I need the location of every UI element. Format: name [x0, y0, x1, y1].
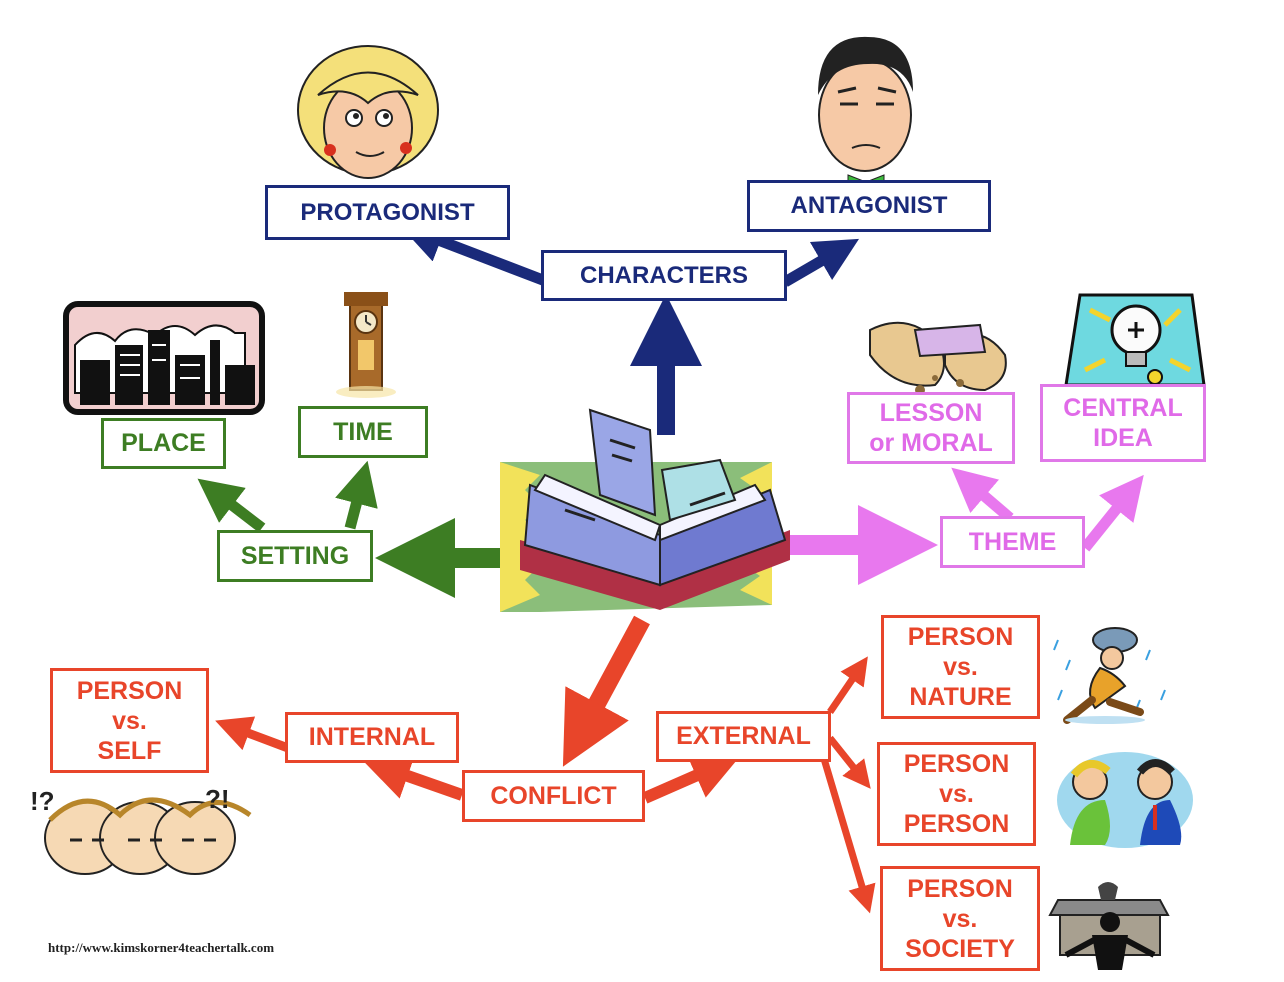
arrow-external-to-person [827, 735, 871, 789]
lightbulb-clipart [1064, 293, 1206, 387]
lesson-box: LESSON or MORAL [847, 392, 1015, 464]
fortune-cookie-clipart [869, 321, 1007, 395]
characters-label: CHARACTERS [580, 261, 748, 289]
two-men-arguing-clipart [1057, 752, 1193, 848]
arrow-book-to-conflict [562, 615, 650, 767]
person-vs-person-line-2: vs. [939, 780, 974, 808]
protagonist-box: PROTAGONIST [265, 185, 510, 240]
person-vs-nature-line-2: vs. [943, 653, 978, 681]
person-vs-society-box: PERSON vs. SOCIETY [880, 866, 1040, 971]
central-idea-box: CENTRAL IDEA [1040, 384, 1206, 462]
person-vs-nature-box: PERSON vs. NATURE [881, 615, 1040, 719]
person-vs-self-line-2: vs. [112, 706, 147, 735]
svg-text:!?: !? [30, 786, 55, 816]
internal-label: INTERNAL [308, 723, 436, 751]
setting-label: SETTING [240, 541, 350, 570]
book-clipart [500, 408, 790, 612]
arrow-conflict-to-external [642, 753, 740, 804]
person-vs-self-line-1: PERSON [76, 676, 183, 705]
man-at-podium-clipart [1048, 882, 1170, 970]
arrow-theme-to-central-idea [1080, 474, 1144, 552]
place-label: PLACE [121, 429, 206, 457]
characters-box: CHARACTERS [541, 250, 787, 301]
external-box: EXTERNAL [656, 711, 831, 762]
person-vs-self-box: PERSON vs. SELF [50, 668, 209, 773]
conflict-box: CONFLICT [462, 770, 645, 822]
person-vs-person-line-1: PERSON [903, 750, 1010, 778]
place-box: PLACE [101, 418, 226, 469]
person-vs-nature-line-1: PERSON [907, 623, 1014, 651]
person-vs-self-line-3: SELF [97, 736, 162, 765]
internal-box: INTERNAL [285, 712, 459, 763]
arrow-conflict-to-internal [362, 753, 464, 801]
setting-box: SETTING [217, 530, 373, 582]
blonde-woman-clipart [297, 45, 439, 179]
grandfather-clock-clipart [336, 292, 396, 398]
characters-arrows [399, 220, 860, 435]
lesson-label-line-1: LESSON [879, 399, 983, 427]
person-vs-person-line-3: PERSON [903, 810, 1010, 838]
person-vs-society-line-2: vs. [942, 904, 978, 933]
theme-arrows [778, 467, 1144, 585]
central-idea-label-line-1: CENTRAL [1063, 394, 1183, 422]
arrow-characters-to-protagonist [399, 220, 550, 288]
running-man-rain-clipart [1053, 627, 1166, 724]
antagonist-label: ANTAGONIST [790, 192, 948, 219]
arrow-setting-to-place [197, 478, 266, 533]
lesson-label-line-2: or MORAL [869, 429, 993, 457]
arrow-setting-to-time [335, 460, 378, 530]
theme-box: THEME [940, 516, 1085, 568]
source-url: http://www.kimskorner4teachertalk.com [48, 940, 275, 955]
frowning-man-clipart [818, 36, 913, 191]
city-skyline-clipart [63, 301, 265, 415]
svg-text:?!: ?! [205, 784, 230, 814]
arrow-external-to-nature [827, 656, 868, 714]
antagonist-box: ANTAGONIST [747, 180, 991, 232]
theme-label: THEME [968, 527, 1057, 556]
arrow-characters-to-antagonist [782, 238, 860, 287]
person-vs-person-box: PERSON vs. PERSON [877, 742, 1036, 846]
external-label: EXTERNAL [676, 722, 811, 750]
person-vs-society-line-3: SOCIETY [905, 934, 1015, 963]
person-vs-nature-line-3: NATURE [909, 683, 1012, 711]
arrow-internal-to-self [215, 716, 290, 753]
conflict-arrows [215, 615, 876, 914]
time-box: TIME [298, 406, 428, 458]
arrow-theme-to-lesson [951, 467, 1014, 523]
conflict-label: CONFLICT [490, 781, 617, 810]
arrow-external-to-society [818, 751, 876, 914]
time-label: TIME [333, 417, 393, 446]
protagonist-label: PROTAGONIST [300, 198, 475, 226]
person-vs-society-line-1: PERSON [907, 874, 1013, 903]
central-idea-label-line-2: IDEA [1093, 424, 1153, 452]
worried-faces-clipart: !? ?! [30, 784, 252, 875]
